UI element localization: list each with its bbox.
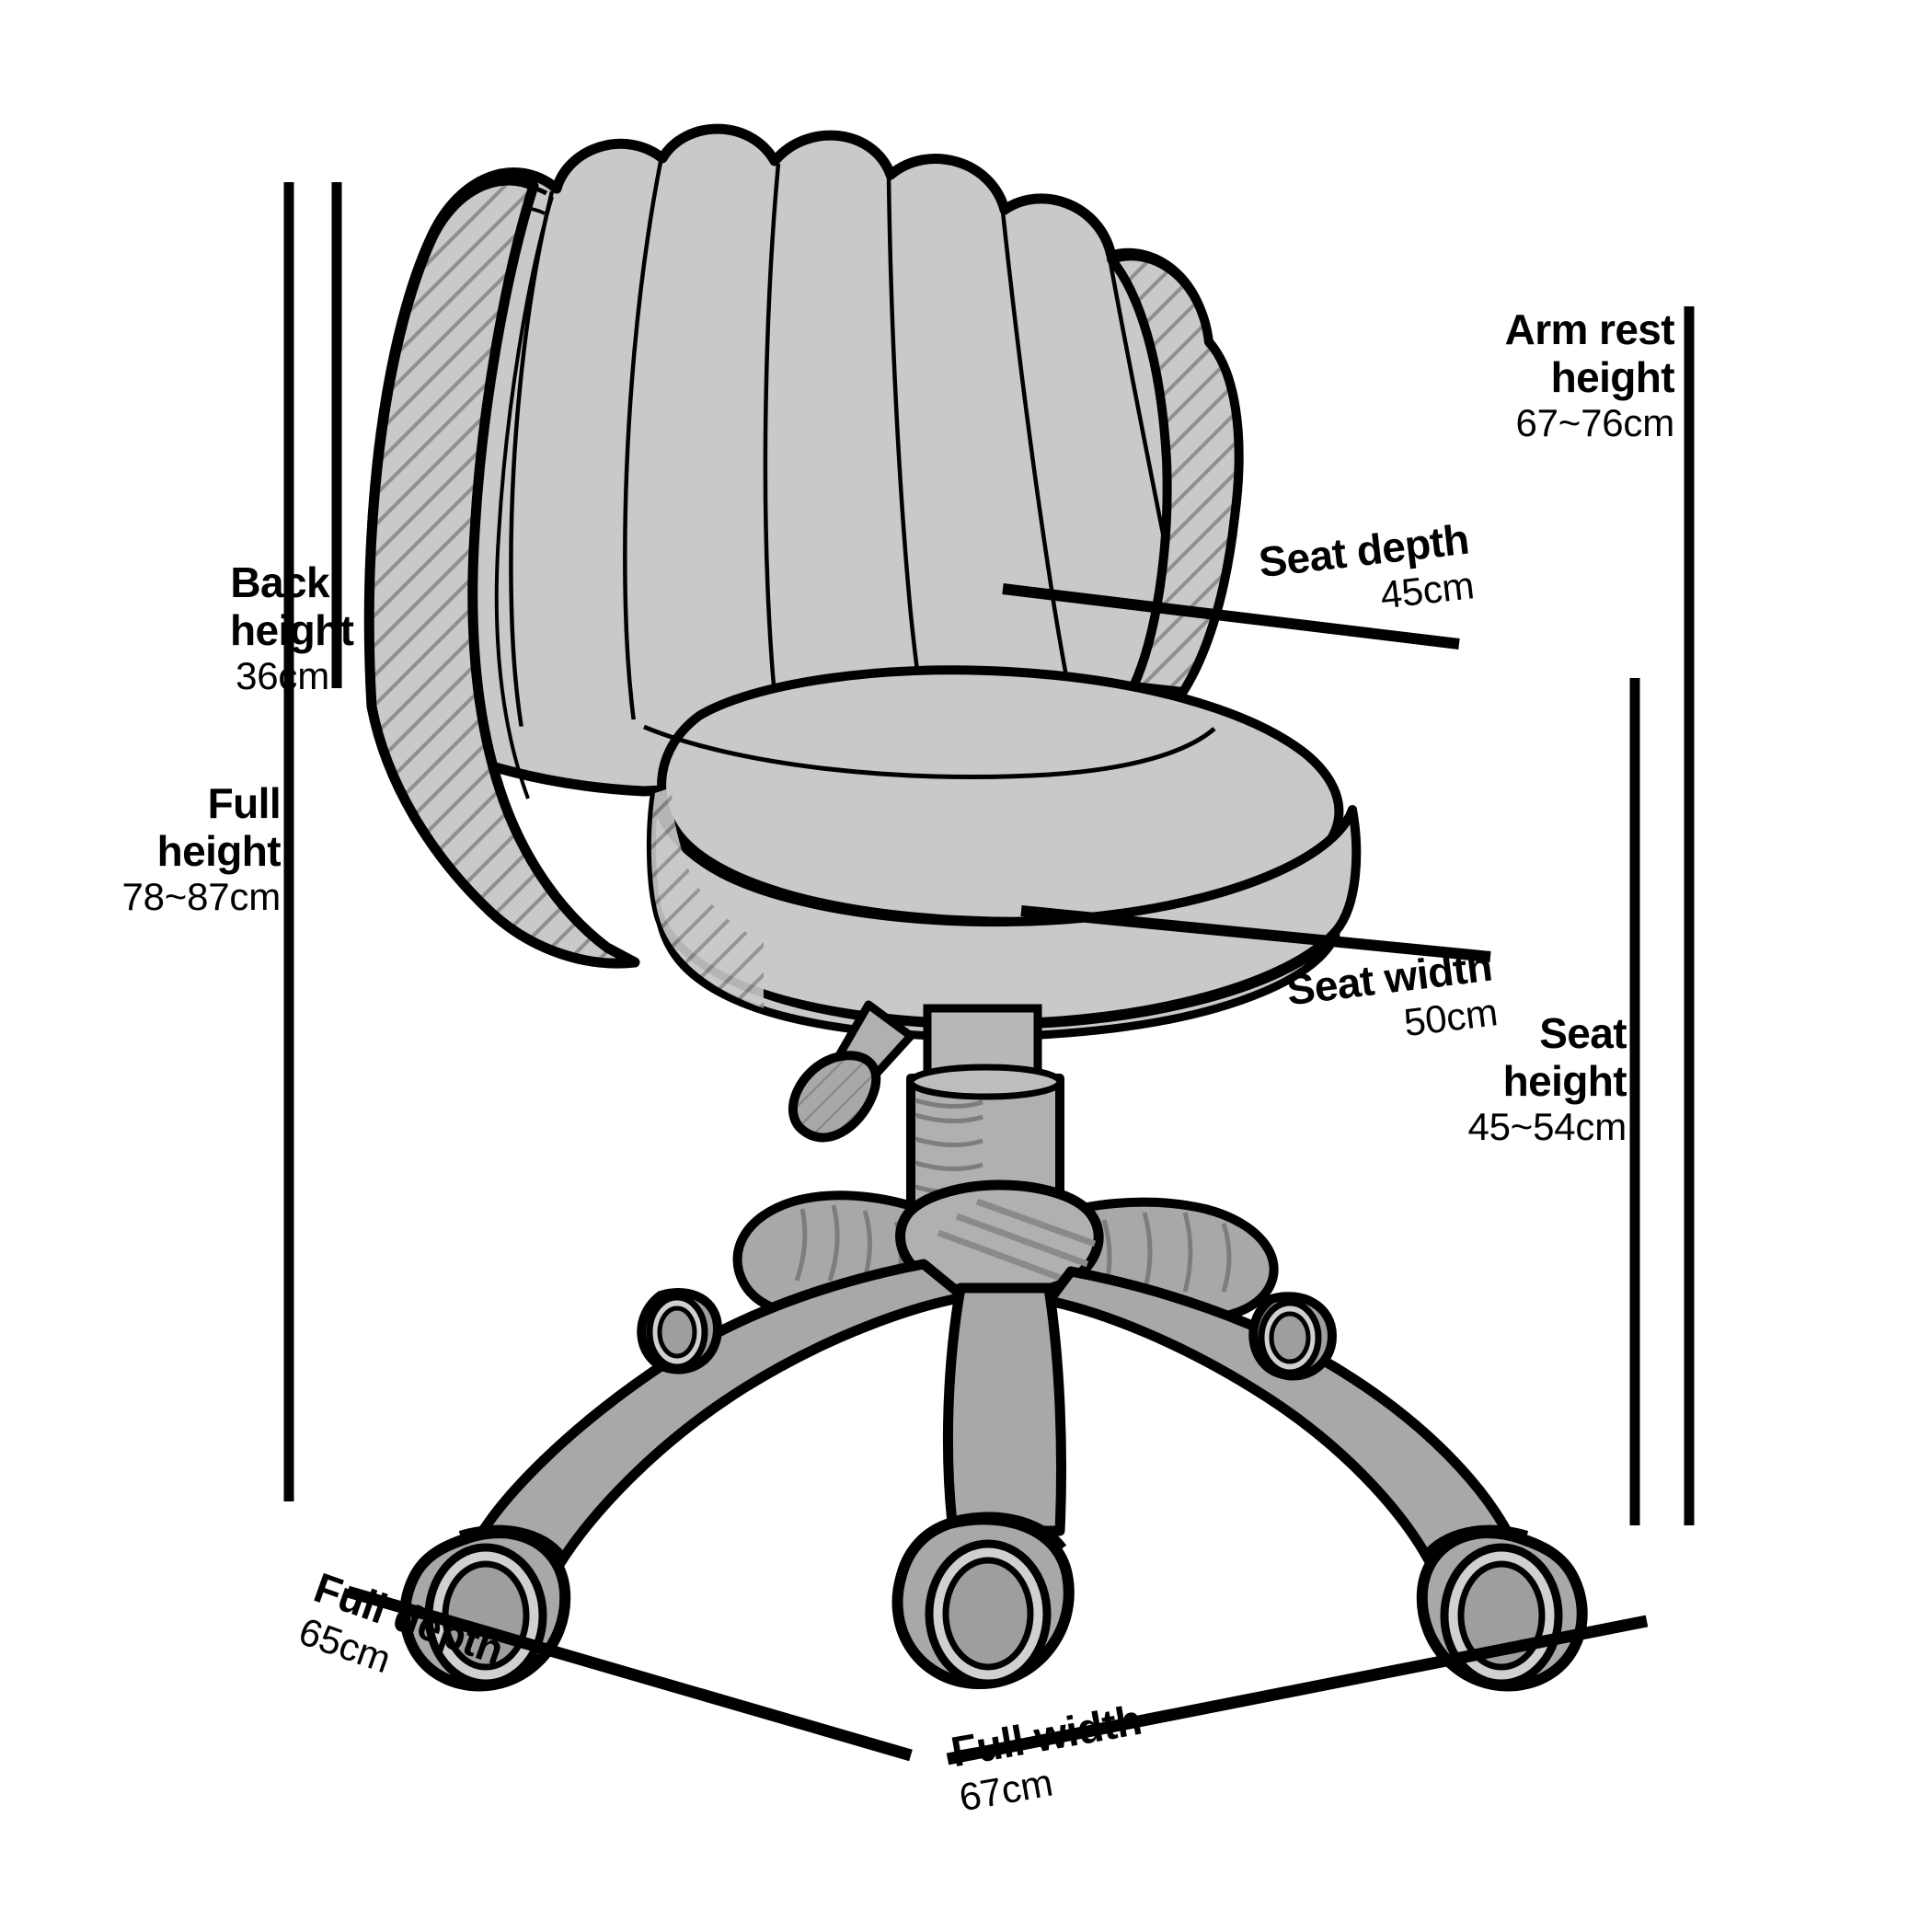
caster-stem xyxy=(1420,1524,1529,1559)
full-width-dimension-line xyxy=(946,1615,1649,1765)
seat-width-dimension-line xyxy=(1020,905,1491,962)
caster-rear-right xyxy=(1248,1292,1338,1381)
caster-rear-left xyxy=(637,1288,723,1374)
arm-rest-height-annotation: Arm rest height 67~76cm xyxy=(1454,305,1675,445)
base-hub-hatch xyxy=(937,1198,1097,1286)
full-height-annotation: Full height 78~87cm xyxy=(92,779,282,919)
seat-height-value: 45~54cm xyxy=(1467,1105,1627,1149)
full-height-label-line2: height xyxy=(156,826,282,875)
seat-back-junction xyxy=(643,724,1216,780)
back-height-label-line1: Back xyxy=(230,558,329,606)
shell-petal-seams xyxy=(509,161,1202,727)
full-depth-dimension-line xyxy=(346,1585,913,1762)
chair-base xyxy=(466,1179,1522,1582)
height-adjust-lever xyxy=(788,1000,915,1143)
arm-rest-label-line2: height xyxy=(1550,352,1675,401)
dimension-lines xyxy=(283,182,1695,1765)
seat-depth-dimension-line xyxy=(1002,583,1460,650)
back-height-annotation: Back height 36cm xyxy=(230,558,354,698)
caster-stem xyxy=(458,1524,567,1559)
seat-height-label-line1: Seat xyxy=(1539,1009,1627,1057)
right-armrest xyxy=(1107,251,1244,696)
seat-cushion xyxy=(643,665,1362,1041)
full-height-label-line1: Full xyxy=(207,779,282,827)
caster-wheel-hub xyxy=(657,1305,697,1359)
caster-stem xyxy=(946,1512,1067,1550)
lever-paddle xyxy=(788,1051,881,1143)
seat-height-annotation: Seat height 45~54cm xyxy=(1463,1009,1627,1149)
arm-rest-value: 67~76cm xyxy=(1515,401,1674,445)
left-armrest-inner-edge2 xyxy=(494,196,554,799)
cylinder-top-cap xyxy=(907,1064,1064,1100)
caster-wheel-hub xyxy=(942,1557,1034,1671)
full-height-value: 78~87cm xyxy=(121,875,281,919)
arm-rest-label-line1: Arm rest xyxy=(1504,305,1675,353)
back-height-label-line2: height xyxy=(230,605,354,654)
back-height-value: 36cm xyxy=(236,654,329,698)
caster-front-center xyxy=(891,1512,1075,1690)
left-armrest xyxy=(363,175,640,969)
caster-wheel-hub xyxy=(1269,1311,1311,1364)
right-armrest-hatched-panel xyxy=(1107,251,1244,696)
left-armrest-inner-edge xyxy=(471,187,611,952)
seat-left-hatch xyxy=(650,788,764,1008)
seat-height-label-line2: height xyxy=(1502,1056,1627,1105)
base-leg-front-center xyxy=(942,1282,1066,1536)
